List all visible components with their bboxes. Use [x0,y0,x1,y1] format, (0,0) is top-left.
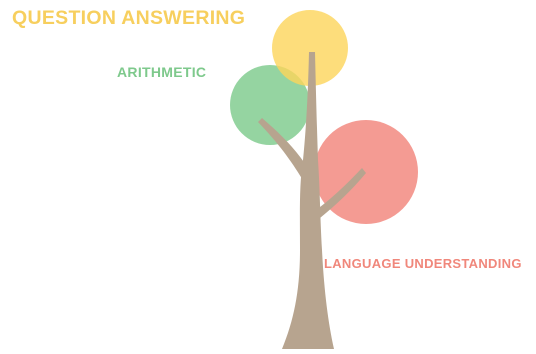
branch-arithmetic [258,118,308,182]
tree-trunk [258,52,366,349]
question-answering-label: QUESTION ANSWERING [12,7,246,29]
arithmetic-circle [230,65,310,145]
trunk-main [282,52,334,349]
arithmetic-label: ARITHMETIC [117,64,207,80]
language-understanding-label: LANGUAGE UNDERSTANDING [324,256,522,271]
question-answering-circle [272,10,348,86]
branch-language [316,168,366,218]
